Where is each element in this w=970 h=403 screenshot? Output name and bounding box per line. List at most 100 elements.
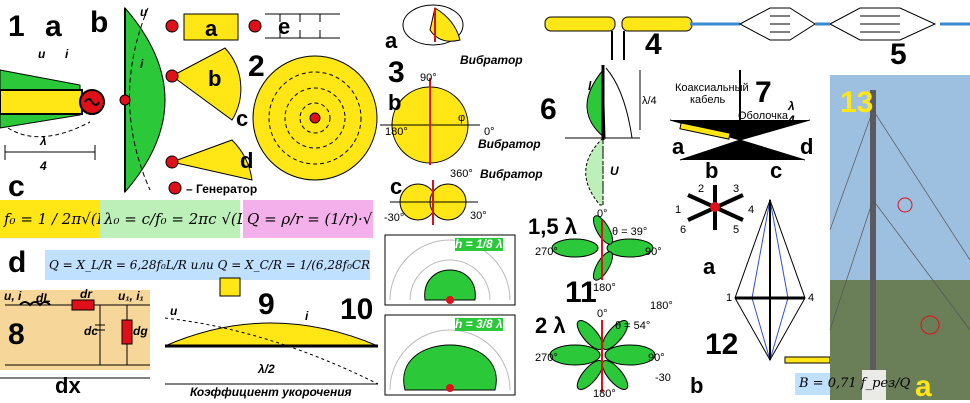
label-13a: a	[915, 370, 932, 403]
label-1-5lambda: 1,5 λ	[528, 214, 577, 239]
label-11-180deg-a: 180°	[593, 282, 616, 294]
panel-8-line-element	[0, 290, 150, 379]
label-pt2: 2	[698, 183, 705, 195]
label-dx: dx	[55, 373, 81, 398]
label-1a: a	[45, 10, 62, 43]
panel-1a-line-diagram	[0, 69, 105, 160]
panel-13-photo	[829, 75, 970, 400]
label-u1i1: u₁, i₁	[118, 289, 144, 303]
label-lambda: λ	[40, 134, 47, 148]
label-pt3: 3	[733, 183, 740, 195]
label-3a: a	[385, 28, 398, 53]
label-3c: c	[390, 174, 403, 199]
panel-6-monopole	[565, 65, 641, 206]
panel-3-radiation-patterns	[380, 4, 480, 225]
label-2e: e	[278, 14, 291, 39]
label-h18: h = 1/8 λ	[455, 237, 503, 251]
label-u9: u	[170, 304, 178, 318]
label-2a: a	[205, 16, 218, 41]
label-11-90deg-b: 90°	[648, 352, 665, 364]
panel-5-cage-dipole	[690, 7, 970, 41]
label-h38: h = 3/8 λ	[455, 317, 503, 331]
label-7b: b	[705, 158, 719, 183]
label-0deg: 0°	[484, 126, 495, 138]
label-d-section: d	[8, 246, 27, 279]
label-1b: b	[90, 6, 109, 39]
label-dg: dg	[133, 324, 148, 338]
label-2lambda: 2 λ	[535, 313, 566, 338]
label-180deg: 180°	[385, 126, 408, 138]
formula-wavelength: λ₀ = c/f₀ = 2πc √(LC);	[104, 210, 242, 228]
label-10: 10	[340, 293, 374, 326]
label-9: 9	[258, 288, 275, 321]
label-ui: u, i	[4, 289, 22, 303]
label-8: 8	[8, 318, 25, 351]
label-30deg: 30°	[470, 210, 487, 222]
label-l: l	[588, 79, 592, 93]
label-i: i	[65, 47, 69, 61]
label-coax: Коаксиальный	[675, 82, 749, 94]
label-theta39: θ = 39°	[612, 226, 648, 238]
formula-q-reactance: Q = X_L/R = 6,28f₀L/R или Q = X_C/R = 1/…	[49, 258, 370, 272]
label-U: U	[610, 164, 619, 178]
panel-7-ground-plane	[669, 70, 811, 161]
label-lambda7: λ	[788, 99, 795, 113]
label-pt1: 1	[675, 204, 682, 216]
label-11-270deg-a: 270°	[535, 246, 558, 258]
label-7a: a	[672, 134, 685, 159]
label-u-b: u	[140, 5, 148, 19]
label-vibrator-3: Вибратор	[480, 167, 543, 181]
label-11-90deg-a: 90°	[645, 246, 662, 258]
label-theta54: θ = 54°	[615, 320, 651, 332]
panel-10-half-wave	[164, 277, 379, 385]
label-four7: 4	[788, 113, 795, 127]
label-1: 1	[8, 10, 25, 43]
label-pt4b: 4	[808, 292, 815, 304]
label-12: 12	[705, 328, 739, 361]
panel-4-folded-dipole	[544, 16, 693, 60]
label-2d: d	[240, 148, 254, 173]
label-11-0deg-b: 0°	[597, 308, 608, 320]
label-pt5: 5	[733, 224, 740, 236]
label-four: 4	[40, 159, 47, 173]
label-11-180deg-c: 180°	[650, 300, 673, 312]
label-11-0deg-a: 0°	[597, 208, 608, 220]
label-2: 2	[248, 50, 265, 83]
label-11-270deg-b: 270°	[535, 352, 558, 364]
label-11-minus30: -30	[655, 372, 671, 384]
label-7d: d	[800, 134, 814, 159]
label-12b: b	[690, 373, 704, 398]
label-2c: c	[236, 106, 249, 131]
label-dL: dL	[36, 291, 51, 305]
label-vibrator-2: Вибратор	[478, 137, 541, 151]
label-generator: – Генератор	[186, 182, 258, 196]
label-minus30: -30°	[384, 212, 405, 224]
label-4: 4	[645, 28, 662, 61]
panel-2-resonators	[165, 13, 378, 195]
label-5: 5	[890, 38, 907, 71]
label-11-180deg-b: 180°	[593, 388, 616, 400]
label-cable: кабель	[690, 94, 726, 106]
label-u: u	[38, 47, 46, 61]
label-i9: i	[305, 309, 309, 323]
formula-resonant-frequency: f₀ = 1 / 2π√(LC);	[4, 210, 100, 228]
label-2b: b	[208, 66, 222, 91]
label-pt1b: 1	[726, 292, 733, 304]
label-pt6: 6	[680, 224, 687, 236]
label-lambda-half: λ/2	[258, 362, 275, 376]
label-lambda4: λ/4	[642, 95, 657, 107]
label-12a: a	[703, 254, 716, 279]
label-7: 7	[755, 76, 772, 109]
label-pt4: 4	[748, 204, 755, 216]
label-dr: dr	[80, 287, 92, 301]
label-vibrator-1: Вибратор	[460, 53, 523, 67]
label-6: 6	[540, 93, 557, 126]
label-phi: φ	[458, 112, 466, 124]
label-shortening: Коэффициент укорочения	[190, 385, 352, 399]
label-7c: c	[770, 158, 783, 183]
label-c-section: c	[8, 170, 25, 203]
label-dc: dc	[84, 324, 99, 338]
label-11: 11	[565, 276, 597, 309]
formula-bandwidth: B = 0,71 f_рез/Q	[799, 376, 911, 391]
